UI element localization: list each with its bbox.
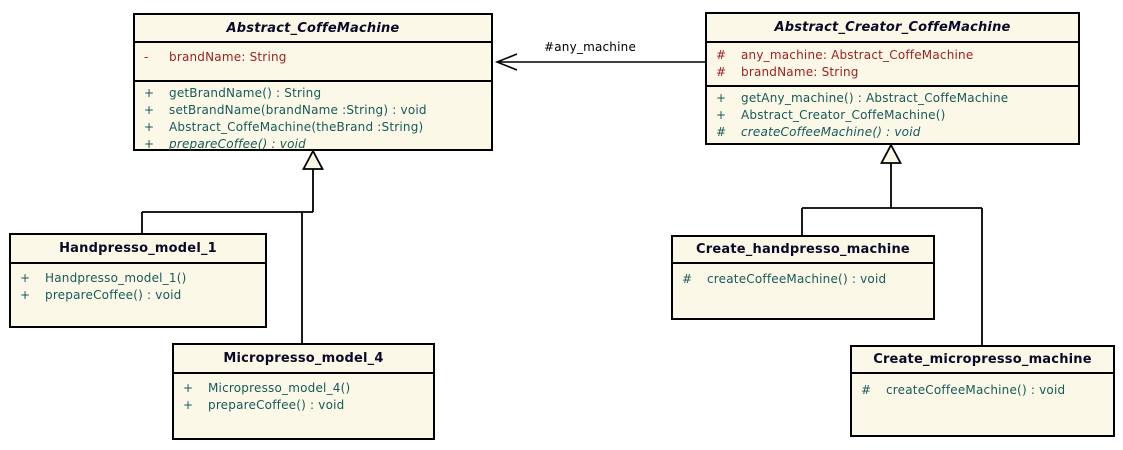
attribute-row: # any_machine: Abstract_CoffeMachine	[707, 47, 1078, 64]
class-abstract-creator-coffe-machine[interactable]: Abstract_Creator_CoffeMachine # any_mach…	[705, 12, 1080, 145]
method-row: # createCoffeeMachine() : void	[673, 271, 933, 288]
attribute-row: - brandName: String	[135, 49, 491, 66]
abstract-method-row: + prepareCoffee() : void	[135, 136, 491, 153]
methods-compartment: + Handpresso_model_1() + prepareCoffee()…	[11, 264, 265, 304]
method-text: createCoffeeMachine() : void	[886, 383, 1066, 397]
method-row: # createCoffeeMachine() : void	[852, 382, 1113, 399]
hollow-triangle-icon	[302, 149, 324, 170]
method-row: + getAny_machine() : Abstract_CoffeMachi…	[707, 90, 1078, 107]
visibility-private: -	[144, 50, 149, 64]
methods-compartment: + getBrandName() : String + setBrandName…	[135, 82, 491, 153]
methods-compartment: # createCoffeeMachine() : void	[852, 374, 1113, 399]
visibility-protected: #	[716, 65, 727, 79]
method-row: + Micropresso_model_4()	[174, 380, 433, 397]
method-text: Abstract_CoffeMachine(theBrand :String)	[169, 120, 424, 134]
methods-compartment: + Micropresso_model_4() + prepareCoffee(…	[174, 374, 433, 414]
class-micropresso-model-4[interactable]: Micropresso_model_4 + Micropresso_model_…	[172, 343, 435, 440]
visibility-public: +	[20, 288, 31, 302]
visibility-public: +	[144, 103, 155, 117]
hollow-triangle-icon	[880, 143, 902, 164]
method-text: getBrandName() : String	[169, 86, 322, 100]
method-text: createCoffeeMachine() : void	[707, 272, 887, 286]
open-arrowhead-icon	[494, 53, 518, 71]
class-title: Abstract_Creator_CoffeMachine	[707, 14, 1078, 43]
method-text: prepareCoffee() : void	[208, 398, 345, 412]
method-text: Micropresso_model_4()	[208, 381, 351, 395]
method-text: prepareCoffee() : void	[45, 288, 182, 302]
class-title: Micropresso_model_4	[174, 345, 433, 374]
method-text: Handpresso_model_1()	[45, 271, 187, 285]
class-title: Abstract_CoffeMachine	[135, 15, 491, 43]
method-text: setBrandName(brandName :String) : void	[169, 103, 427, 117]
visibility-public: +	[144, 86, 155, 100]
visibility-public: +	[716, 108, 727, 122]
attribute-text: brandName: String	[741, 65, 859, 79]
visibility-protected: #	[716, 48, 727, 62]
method-row: + setBrandName(brandName :String) : void	[135, 102, 491, 119]
attribute-text: any_machine: Abstract_CoffeMachine	[741, 48, 974, 62]
attribute-text: brandName: String	[169, 50, 287, 64]
class-create-micropresso-machine[interactable]: Create_micropresso_machine # createCoffe…	[850, 345, 1115, 437]
generalization-right-edge[interactable]	[801, 143, 983, 345]
visibility-public: +	[183, 381, 194, 395]
visibility-public: +	[183, 398, 194, 412]
method-row: + Handpresso_model_1()	[11, 270, 265, 287]
method-row: + prepareCoffee() : void	[11, 287, 265, 304]
visibility-protected: #	[716, 125, 727, 139]
class-create-handpresso-machine[interactable]: Create_handpresso_machine # createCoffee…	[671, 235, 935, 320]
visibility-public: +	[144, 120, 155, 134]
method-text: getAny_machine() : Abstract_CoffeMachine	[741, 91, 1009, 105]
methods-compartment: + getAny_machine() : Abstract_CoffeMachi…	[707, 87, 1078, 141]
method-row: + Abstract_Creator_CoffeMachine()	[707, 107, 1078, 124]
attributes-compartment: - brandName: String	[135, 43, 491, 82]
class-abstract-coffe-machine[interactable]: Abstract_CoffeMachine - brandName: Strin…	[133, 13, 493, 151]
abstract-method-row: # createCoffeeMachine() : void	[707, 124, 1078, 141]
method-row: + Abstract_CoffeMachine(theBrand :String…	[135, 119, 491, 136]
visibility-public: +	[144, 137, 155, 151]
method-text: Abstract_Creator_CoffeMachine()	[741, 108, 946, 122]
visibility-public: +	[20, 271, 31, 285]
generalization-left-edge[interactable]	[141, 149, 324, 343]
class-title: Create_micropresso_machine	[852, 347, 1113, 374]
association-any-machine-edge[interactable]	[494, 53, 705, 71]
association-label: #any_machine	[543, 40, 637, 54]
attribute-row: # brandName: String	[707, 64, 1078, 81]
methods-compartment: # createCoffeeMachine() : void	[673, 264, 933, 288]
method-text: createCoffeeMachine() : void	[741, 125, 921, 139]
visibility-protected: #	[682, 272, 693, 286]
visibility-protected: #	[861, 383, 872, 397]
class-title: Create_handpresso_machine	[673, 237, 933, 264]
method-text: prepareCoffee() : void	[169, 137, 306, 151]
class-title: Handpresso_model_1	[11, 235, 265, 264]
attributes-compartment: # any_machine: Abstract_CoffeMachine # b…	[707, 43, 1078, 87]
method-row: + prepareCoffee() : void	[174, 397, 433, 414]
method-row: + getBrandName() : String	[135, 85, 491, 102]
visibility-public: +	[716, 91, 727, 105]
class-handpresso-model-1[interactable]: Handpresso_model_1 + Handpresso_model_1(…	[9, 233, 267, 328]
